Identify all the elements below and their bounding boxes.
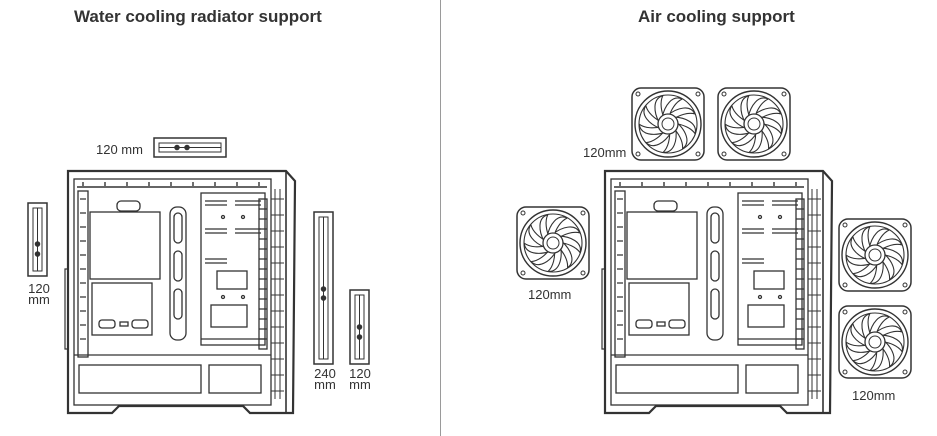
front-fan-2-icon	[839, 306, 911, 378]
front-120-size: 120	[349, 366, 371, 381]
radiator-icons	[27, 137, 370, 365]
air-cooling-title: Air cooling support	[638, 7, 795, 26]
water-cooling-title: Water cooling radiator support	[74, 7, 322, 26]
front-240-unit: mm	[314, 377, 336, 392]
top-fan-1-icon	[632, 88, 704, 160]
front-240-radiator-icon	[313, 211, 334, 365]
rear-radiator-size: 120	[28, 281, 50, 296]
rear-radiator-label: 120 mm	[24, 281, 54, 307]
fan-icons	[442, 0, 937, 436]
front-fan-1-icon	[839, 219, 911, 291]
rear-radiator-icon	[27, 202, 48, 277]
rear-fan-label: 120mm	[528, 287, 572, 302]
front-120-unit: mm	[349, 377, 371, 392]
panel-divider	[440, 0, 441, 436]
front-fan-label: 120mm	[852, 388, 896, 403]
top-radiator-icon	[153, 137, 227, 158]
top-fan-label: 120mm	[583, 145, 627, 160]
air-cooling-panel: Air cooling support 120mm 120mm 120mm	[442, 0, 937, 436]
water-cooling-panel: Water cooling radiator support 120 mm 12…	[0, 0, 440, 436]
rear-fan-icon	[517, 207, 589, 279]
top-radiator-label: 120 mm	[96, 142, 143, 157]
rear-radiator-unit: mm	[28, 292, 50, 307]
pc-case-air	[601, 169, 834, 415]
top-fan-2-icon	[718, 88, 790, 160]
front-120-radiator-label: 120 mm	[344, 366, 376, 392]
front-240-radiator-label: 240 mm	[309, 366, 341, 392]
pc-case-water	[64, 169, 297, 415]
front-240-size: 240	[314, 366, 336, 381]
front-120-radiator-icon	[349, 289, 370, 365]
